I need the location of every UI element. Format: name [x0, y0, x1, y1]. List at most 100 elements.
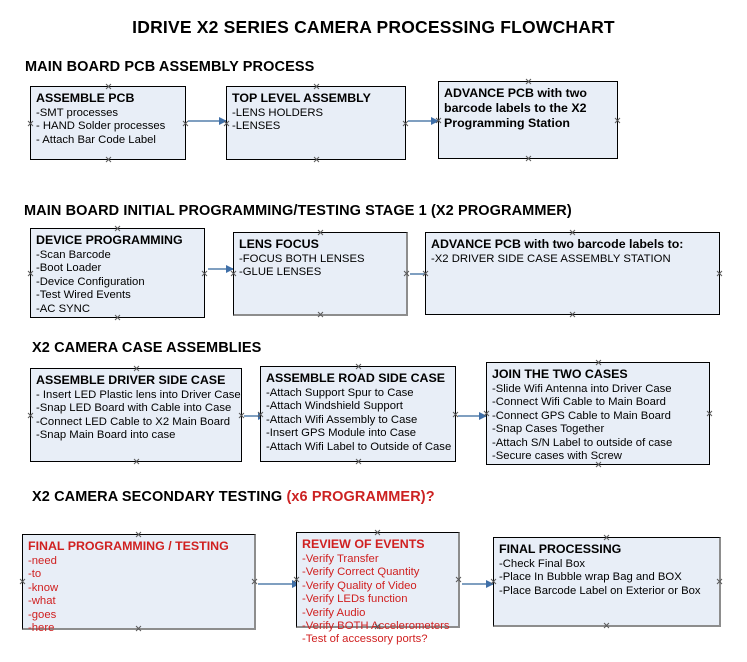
node-line: -need — [28, 555, 57, 567]
resize-handle-bottom[interactable] — [525, 155, 532, 162]
node-line-overflow: -Test of accessory ports? — [302, 633, 428, 646]
node-line: - Attach Bar Code Label — [36, 133, 156, 146]
node-line: -Verify LEDs function — [302, 593, 408, 606]
node-title: DEVICE PROGRAMMING — [36, 233, 183, 247]
resize-handle-left[interactable] — [19, 578, 26, 585]
node-join-the-two-cases[interactable]: JOIN THE TWO CASES -Slide Wifi Antenna i… — [486, 362, 710, 465]
node-assemble-road-side-case[interactable]: ASSEMBLE ROAD SIDE CASE -Attach Support … — [260, 366, 456, 462]
resize-handle-top[interactable] — [114, 225, 121, 232]
node-advance-pcb-to-driver-side-case-station[interactable]: ADVANCE PCB with two barcode labels to: … — [425, 232, 720, 315]
node-line: - Insert LED Plastic lens into Driver Ca… — [36, 389, 241, 401]
resize-handle-bottom[interactable] — [355, 458, 362, 465]
node-title: ASSEMBLE DRIVER SIDE CASE — [36, 373, 226, 387]
node-line: -Connect GPS Cable to Main Board — [492, 409, 671, 422]
section-header-text: X2 CAMERA CASE ASSEMBLIES — [32, 340, 262, 356]
resize-handle-right[interactable] — [403, 270, 410, 277]
node-line: -Check Final Box — [499, 558, 586, 570]
node-title: ADVANCE PCB with two barcode labels to: — [431, 237, 684, 251]
resize-handle-left[interactable] — [27, 412, 34, 419]
resize-handle-bottom[interactable] — [569, 311, 576, 318]
node-line: -Connect Wifi Cable to Main Board — [492, 396, 666, 409]
resize-handle-top[interactable] — [595, 359, 602, 366]
resize-handle-top[interactable] — [133, 365, 140, 372]
node-line: -Attach Support Spur to Case — [266, 387, 414, 399]
node-advance-pcb-to-x2-programming-station[interactable]: ADVANCE PCB with two barcode labels to t… — [438, 81, 618, 159]
resize-handle-bottom[interactable] — [603, 622, 610, 629]
node-title: TOP LEVEL ASSEMBLY — [232, 91, 371, 105]
arrow-assemble-pcb-to-top-level — [188, 116, 227, 125]
node-review-of-events[interactable]: REVIEW OF EVENTS -Verify Transfer -Verif… — [296, 529, 462, 645]
node-title: FINAL PROGRAMMING / TESTING — [28, 539, 229, 553]
resize-handle-right[interactable] — [614, 117, 621, 124]
node-line: -Boot Loader — [36, 262, 102, 275]
section-header-text: X2 CAMERA SECONDARY TESTING — [32, 489, 287, 505]
resize-handle-right[interactable] — [716, 578, 723, 585]
node-title: FINAL PROCESSING — [499, 542, 622, 556]
node-line: -Verify Audio — [302, 606, 366, 619]
node-title: ADVANCE PCB with two barcode labels to t… — [444, 86, 587, 130]
page-title: IDRIVE X2 SERIES CAMERA PROCESSING FLOWC… — [132, 17, 615, 37]
node-line: -AC SYNC — [36, 302, 90, 315]
node-line: -Attach S/N Label to outside of case — [492, 436, 673, 449]
node-line: -LENSES — [232, 120, 281, 133]
section-header-case-assemblies: X2 CAMERA CASE ASSEMBLIES — [32, 340, 261, 356]
node-line: -Slide Wifi Antenna into Driver Case — [492, 383, 672, 395]
node-device-programming[interactable]: DEVICE PROGRAMMING -Scan Barcode -Boot L… — [30, 228, 205, 318]
node-line: -Scan Barcode — [36, 249, 111, 261]
node-line: -LENS HOLDERS — [232, 107, 324, 119]
arrow-device-programming-to-lens-focus — [208, 264, 234, 273]
arrow-top-level-to-advance-pcb — [408, 116, 439, 125]
node-line: -GLUE LENSES — [239, 266, 322, 279]
section-header-initial-programming-testing: MAIN BOARD INITIAL PROGRAMMING/TESTING S… — [24, 203, 572, 219]
resize-handle-left[interactable] — [27, 120, 34, 127]
node-line: -Secure cases with Screw — [492, 450, 622, 463]
arrow-review-events-to-final-processing — [462, 579, 494, 588]
resize-handle-top[interactable] — [603, 534, 610, 541]
node-top-level-assembly[interactable]: TOP LEVEL ASSEMBLY -LENS HOLDERS -LENSES — [226, 86, 406, 160]
node-title: JOIN THE TWO CASES — [492, 367, 628, 381]
resize-handle-right[interactable] — [706, 410, 713, 417]
node-line: -Snap LED Board with Cable into Case — [36, 402, 232, 415]
resize-handle-top[interactable] — [569, 229, 576, 236]
resize-handle-bottom[interactable] — [133, 458, 140, 465]
node-assemble-driver-side-case[interactable]: ASSEMBLE DRIVER SIDE CASE - Insert LED P… — [30, 368, 242, 462]
resize-handle-top[interactable] — [525, 78, 532, 85]
node-line: -what — [28, 595, 56, 608]
node-line: -goes — [28, 608, 57, 621]
node-line: -FOCUS BOTH LENSES — [239, 253, 365, 265]
resize-handle-right[interactable] — [251, 578, 258, 585]
node-assemble-pcb[interactable]: ASSEMBLE PCB -SMT processes - HAND Solde… — [30, 86, 186, 160]
resize-handle-right[interactable] — [716, 270, 723, 277]
resize-handle-top[interactable] — [374, 529, 381, 536]
resize-handle-top[interactable] — [135, 531, 142, 538]
resize-handle-bottom[interactable] — [313, 156, 320, 163]
section-header-text: MAIN BOARD PCB ASSEMBLY PROCESS — [25, 59, 315, 75]
resize-handle-bottom[interactable] — [105, 156, 112, 163]
node-line: -X2 DRIVER SIDE CASE ASSEMBLY STATION — [431, 253, 671, 265]
node-line: -to — [28, 568, 42, 581]
resize-handle-top[interactable] — [313, 83, 320, 90]
node-line: -know — [28, 581, 59, 594]
node-final-programming-testing[interactable]: FINAL PROGRAMMING / TESTING -need -to -k… — [19, 531, 258, 634]
resize-handle-right[interactable] — [455, 576, 462, 583]
resize-handle-top[interactable] — [105, 83, 112, 90]
node-line: -Verify Quality of Video — [302, 579, 417, 592]
resize-handle-left[interactable] — [27, 270, 34, 277]
section-header-secondary-testing: X2 CAMERA SECONDARY TESTING (x6 PROGRAMM… — [32, 489, 435, 505]
arrow-road-side-to-join-cases — [458, 411, 487, 420]
node-title: LENS FOCUS — [239, 237, 319, 251]
node-line: -Verify BOTH Accelerometers — [302, 620, 450, 633]
node-lens-focus[interactable]: LENS FOCUS -FOCUS BOTH LENSES -GLUE LENS… — [233, 232, 408, 316]
resize-handle-right[interactable] — [201, 270, 208, 277]
section-header-accent: (x6 PROGRAMMER)? — [286, 489, 435, 505]
resize-handle-top[interactable] — [317, 229, 324, 236]
node-line: -Attach Windshield Support — [266, 400, 403, 413]
node-line: -Device Configuration — [36, 275, 145, 288]
section-header-text: MAIN BOARD INITIAL PROGRAMMING/TESTING S… — [24, 203, 572, 219]
node-line: -SMT processes — [36, 107, 119, 119]
node-line: -Verify Transfer — [302, 553, 379, 565]
section-header-main-board-pcb-assembly: MAIN BOARD PCB ASSEMBLY PROCESS — [25, 59, 314, 75]
node-final-processing[interactable]: FINAL PROCESSING -Check Final Box -Place… — [493, 537, 721, 627]
resize-handle-bottom[interactable] — [317, 311, 324, 318]
resize-handle-top[interactable] — [355, 363, 362, 370]
